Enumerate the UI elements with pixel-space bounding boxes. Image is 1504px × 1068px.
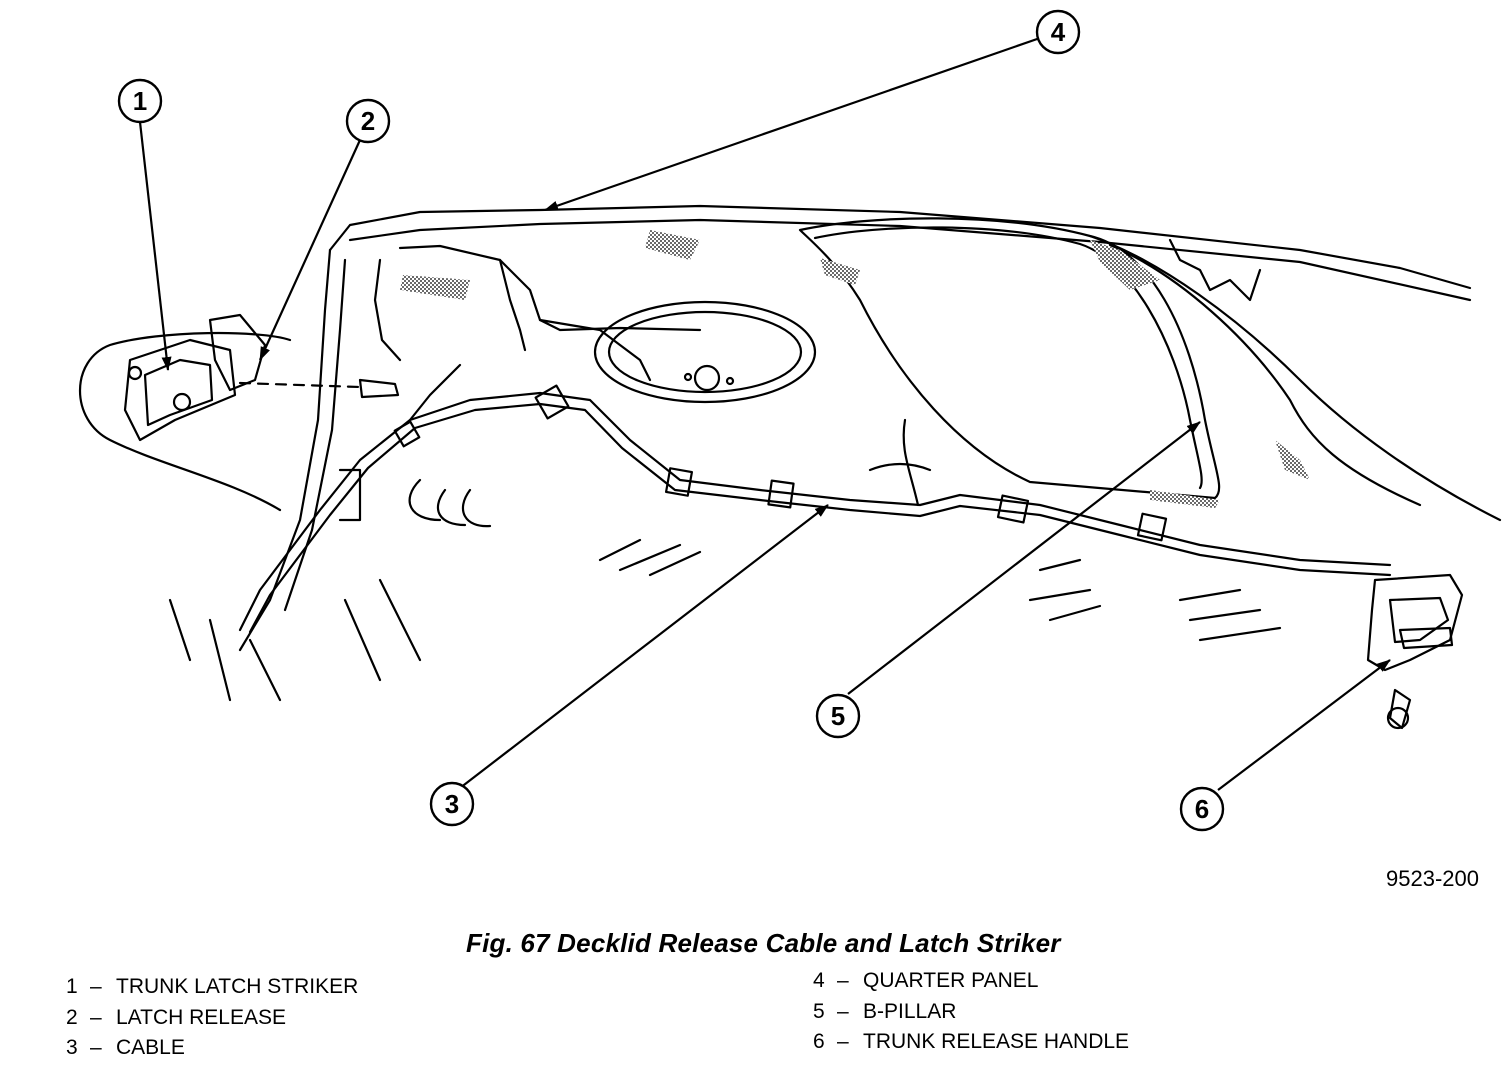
legend-dash: – [90, 1036, 102, 1059]
figure-code: 9523-200 [1386, 866, 1479, 891]
shaded-areas [400, 230, 1310, 508]
callout-2: 2 [345, 98, 391, 144]
legend-dash: – [837, 1030, 849, 1053]
legend-number: 2 [66, 1005, 78, 1029]
figure-caption: Fig. 67 Decklid Release Cable and Latch … [466, 928, 1061, 958]
leader-line-6 [1217, 659, 1391, 791]
leader-lines [138, 36, 1391, 791]
legend-item-1: 1 – TRUNK LATCH STRIKER [66, 972, 358, 1003]
decklid-cable-diagram: 1 2 3 4 5 6 [79, 9, 1502, 832]
leader-line-4 [544, 36, 1041, 212]
legend-number: 4 [813, 969, 825, 992]
callout-4: 4 [1035, 9, 1081, 55]
legend-item-5: 5 – B-PILLAR [813, 997, 1129, 1028]
legend-number: 5 [813, 999, 825, 1023]
legend-dash: – [90, 1005, 102, 1029]
legend-number: 3 [66, 1036, 78, 1059]
leader-line-2 [258, 139, 362, 361]
svg-text:2: 2 [361, 106, 375, 136]
legend-number: 1 [66, 975, 78, 998]
legend-number: 6 [813, 1030, 825, 1053]
legend-item-2: 2 – LATCH RELEASE [66, 1003, 358, 1034]
callouts: 1 2 3 4 5 6 [117, 9, 1225, 832]
leader-line-3 [459, 504, 829, 789]
legend-item-3: 3 – CABLE [66, 1033, 358, 1064]
legend-dash: – [837, 969, 849, 992]
quarter-panel-drawing [79, 204, 1502, 730]
callout-6: 6 [1179, 786, 1225, 832]
legend-dash: – [90, 975, 102, 998]
svg-text:5: 5 [831, 701, 845, 731]
legend-item-4: 4 – QUARTER PANEL [813, 966, 1129, 997]
legend-label: QUARTER PANEL [863, 969, 1039, 992]
legend-label: CABLE [116, 1036, 185, 1059]
svg-text:4: 4 [1051, 17, 1066, 47]
callout-3: 3 [429, 781, 475, 827]
legend-label: TRUNK LATCH STRIKER [116, 975, 359, 998]
callout-1: 1 [117, 78, 163, 124]
legend-label: LATCH RELEASE [116, 1005, 286, 1029]
svg-text:6: 6 [1195, 794, 1209, 824]
legend-item-6: 6 – TRUNK RELEASE HANDLE [813, 1027, 1129, 1058]
legend-right: 4 – QUARTER PANEL 5 – B-PILLAR 6 – TRUNK… [813, 966, 1129, 1058]
callout-5: 5 [815, 693, 861, 739]
legend-label: TRUNK RELEASE HANDLE [863, 1030, 1130, 1053]
legend-left: 1 – TRUNK LATCH STRIKER 2 – LATCH RELEAS… [66, 972, 358, 1064]
svg-text:3: 3 [445, 789, 459, 819]
leader-line-5 [847, 421, 1201, 695]
legend-label: B-PILLAR [863, 999, 957, 1023]
svg-text:1: 1 [133, 86, 147, 116]
leader-line-1 [138, 121, 172, 371]
legend-dash: – [837, 999, 849, 1023]
